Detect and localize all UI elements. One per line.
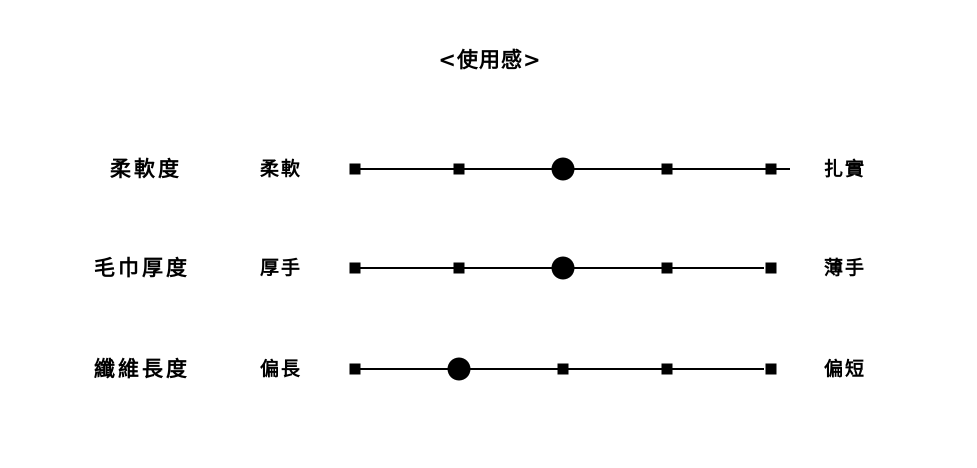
scale-tick bbox=[661, 163, 673, 175]
right-end-label: 扎實 bbox=[824, 158, 867, 180]
page-title: <使用感> bbox=[438, 48, 542, 72]
selected-marker bbox=[447, 357, 471, 381]
rating-scale bbox=[349, 357, 777, 381]
scale-tick bbox=[765, 163, 777, 175]
scale-tick bbox=[765, 363, 777, 375]
scale-tick bbox=[453, 262, 465, 274]
rating-row-towel-thickness: 毛巾厚度 厚手 薄手 bbox=[0, 248, 977, 288]
rating-scale bbox=[349, 157, 790, 181]
row-label: 纖維長度 bbox=[94, 357, 190, 381]
scale-tick bbox=[349, 262, 361, 274]
scale-tick bbox=[661, 363, 673, 375]
right-end-label: 偏短 bbox=[824, 358, 867, 380]
left-end-label: 厚手 bbox=[260, 257, 303, 279]
scale-tick bbox=[661, 262, 673, 274]
rating-row-softness: 柔軟度 柔軟 扎實 bbox=[0, 149, 977, 189]
row-label: 柔軟度 bbox=[110, 157, 182, 181]
selected-marker bbox=[551, 256, 575, 280]
scale-tick bbox=[557, 363, 569, 375]
scale-tick bbox=[765, 262, 777, 274]
left-end-label: 偏長 bbox=[260, 358, 303, 380]
scale-tick bbox=[453, 163, 465, 175]
rating-row-fiber-length: 纖維長度 偏長 偏短 bbox=[0, 349, 977, 389]
rating-scale bbox=[349, 256, 777, 280]
right-end-label: 薄手 bbox=[824, 257, 867, 279]
scale-tick bbox=[349, 363, 361, 375]
row-label: 毛巾厚度 bbox=[94, 256, 190, 280]
selected-marker bbox=[551, 157, 575, 181]
left-end-label: 柔軟 bbox=[260, 158, 303, 180]
scale-tick bbox=[349, 163, 361, 175]
